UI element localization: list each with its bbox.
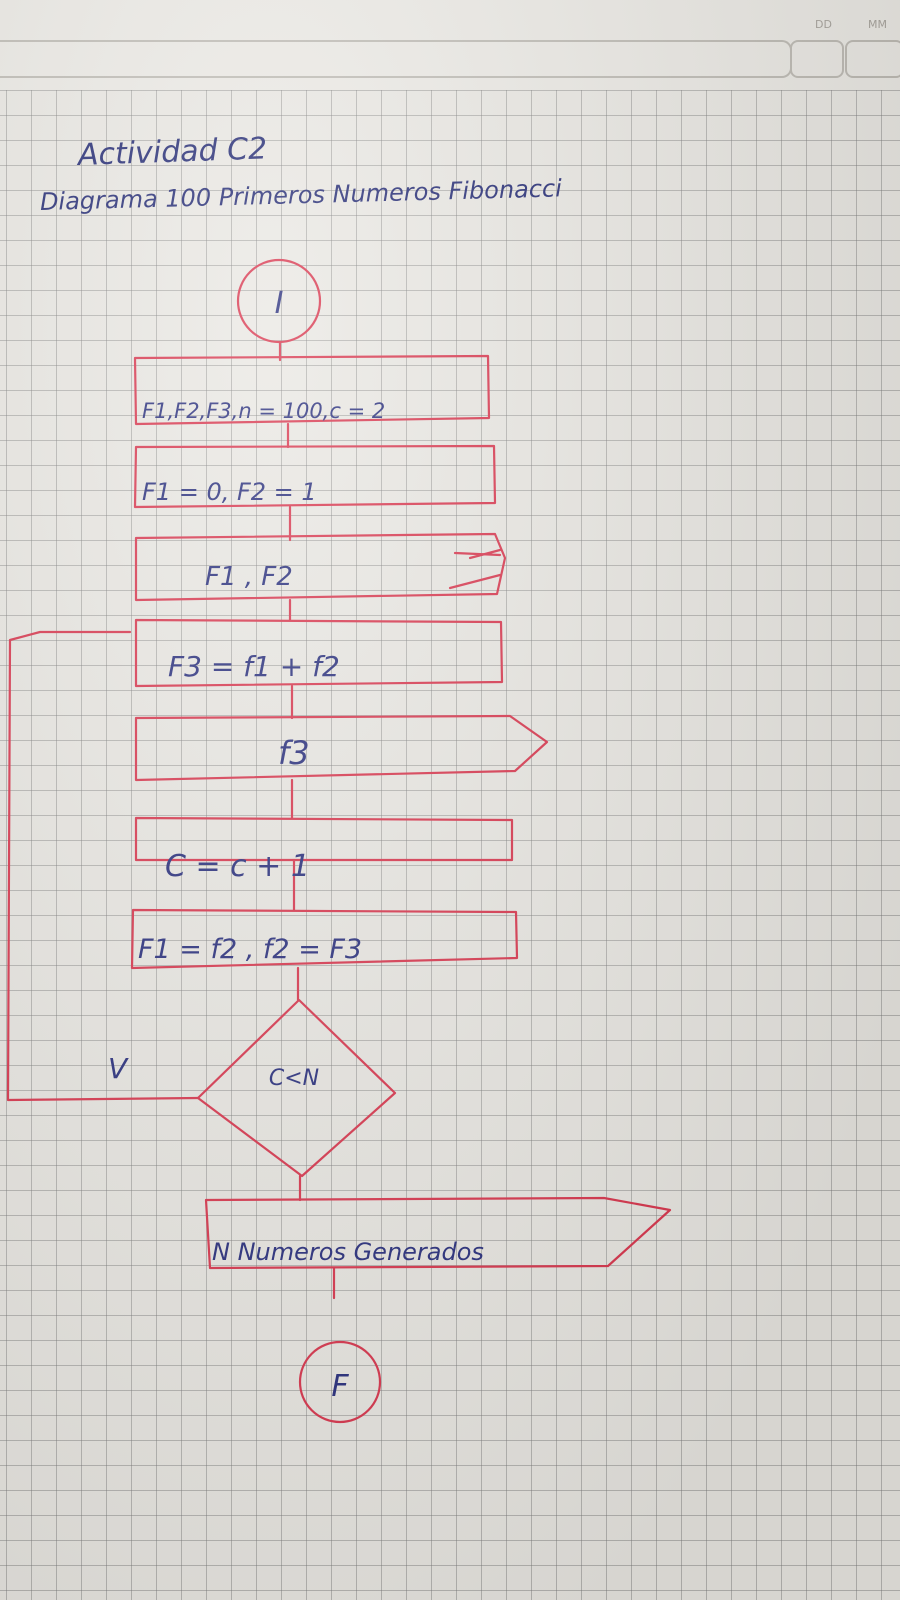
day-label: DD [815, 18, 832, 31]
declare-box [133, 354, 491, 426]
true-branch-label: V [108, 1052, 129, 1085]
final-output-box [204, 1196, 672, 1270]
end-terminal [298, 1340, 382, 1424]
final-output-label: N Numeros Generados [212, 1238, 484, 1266]
start-label: I [275, 286, 284, 321]
shift-box [130, 908, 519, 970]
scribble [448, 573, 502, 590]
scribble [453, 551, 502, 557]
init-box [133, 444, 497, 509]
output-f1-f2-box [134, 532, 507, 602]
init-label: F1 = 0, F2 = 1 [142, 478, 317, 506]
decision-label: C<N [269, 1066, 319, 1091]
day-box [790, 40, 844, 78]
month-box [845, 40, 900, 78]
decision-diamond [196, 998, 397, 1178]
declare-label: F1,F2,F3,n = 100,c = 2 [142, 399, 385, 423]
output-f1-f2-label: F1 , F2 [205, 562, 293, 592]
sum-label: F3 = f1 + f2 [168, 650, 340, 683]
loop-back-line [6, 630, 200, 1102]
month-label: MM [868, 18, 887, 31]
output-f3-label: f3 [278, 734, 310, 772]
sum-box [134, 618, 504, 688]
output-f3-box [134, 714, 549, 782]
counter-box [134, 816, 514, 862]
date-header: DD MM [0, 0, 900, 90]
shift-label: F1 = f2 , f2 = F3 [138, 934, 362, 965]
counter-label: C = c + 1 [165, 849, 310, 884]
end-label: F [331, 1369, 349, 1404]
